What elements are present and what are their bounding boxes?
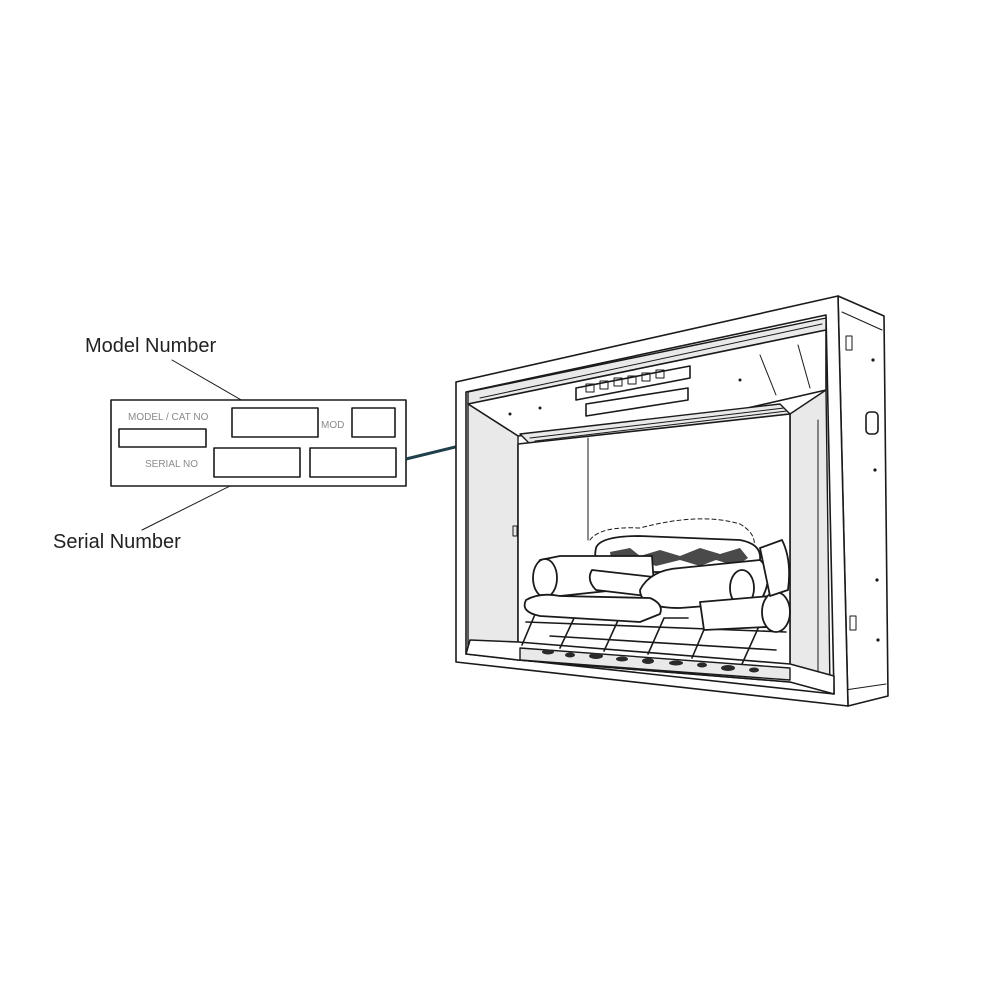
mod-field bbox=[351, 407, 396, 438]
control-buttons bbox=[585, 369, 665, 393]
fireplace-insert bbox=[455, 295, 889, 707]
mod-label: MOD bbox=[321, 420, 344, 431]
serial-number-field bbox=[213, 447, 301, 478]
serial-number-callout: Serial Number bbox=[53, 531, 181, 553]
model-cat-label: MODEL / CAT NO bbox=[128, 412, 209, 423]
rating-plate: MODEL / CAT NO MOD SERIAL NO bbox=[110, 399, 407, 487]
log-set bbox=[523, 518, 791, 633]
model-number-callout: Model Number bbox=[85, 335, 217, 357]
rating-plate-location bbox=[585, 387, 689, 417]
ember-bed bbox=[542, 649, 759, 673]
serial-extra-field bbox=[309, 447, 397, 478]
serial-no-label: SERIAL NO bbox=[145, 459, 198, 470]
model-number-field bbox=[231, 407, 319, 438]
extra-field bbox=[118, 428, 207, 448]
